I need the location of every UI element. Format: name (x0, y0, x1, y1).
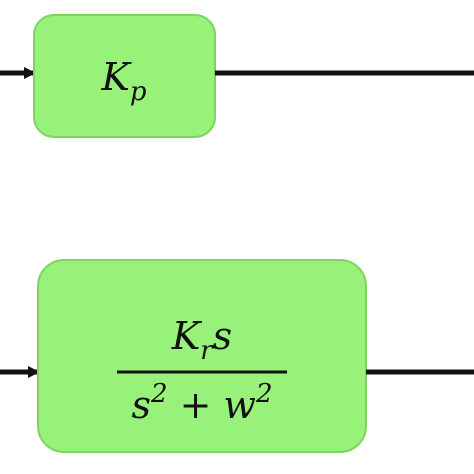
kp-sub: p (130, 77, 147, 107)
den-w-exp: 2 (255, 379, 273, 409)
den-s-exp: 2 (150, 379, 168, 409)
den-w: w (223, 383, 256, 427)
resonant-denominator: s2+w2 (132, 379, 273, 427)
resonant-block (37, 259, 367, 453)
resonant-num-main: K (171, 314, 203, 358)
kp-main: K (100, 55, 132, 99)
kp-block (33, 14, 216, 138)
den-plus: + (180, 383, 212, 427)
resonant-num-sub: r (200, 336, 214, 366)
resonant-numerator: Krs (171, 314, 232, 366)
den-s: s (132, 383, 152, 427)
resonant-num-tail: s (213, 314, 233, 358)
kp-label: Kp (100, 55, 146, 107)
